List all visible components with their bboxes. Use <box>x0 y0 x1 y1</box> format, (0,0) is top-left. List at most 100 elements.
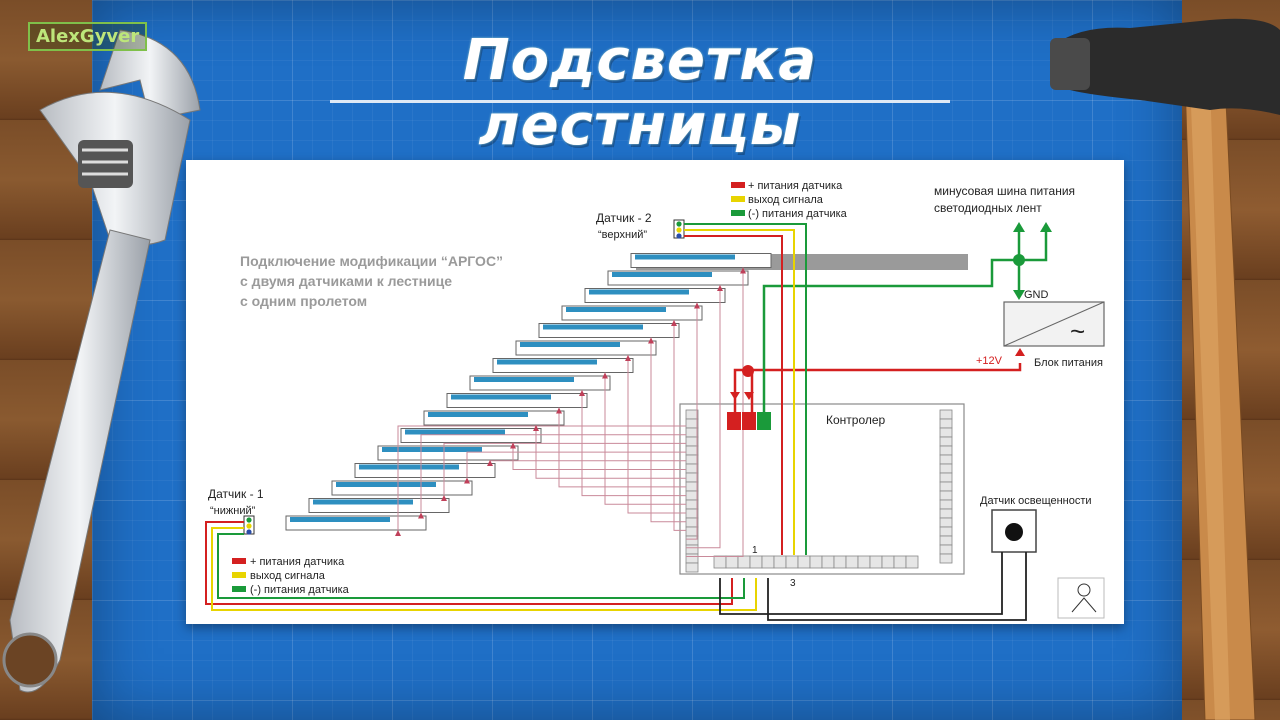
terminal-cell <box>939 553 953 564</box>
wire-bottom-sensor-minus <box>217 533 745 599</box>
led-strip <box>497 359 597 365</box>
terminal-cell <box>939 499 953 510</box>
terminal-cell <box>857 555 871 569</box>
terminal-cell <box>737 555 751 569</box>
wire-top-sensor-signal <box>684 229 795 555</box>
terminal-cell <box>939 436 953 447</box>
arrow-green-1 <box>1013 222 1025 232</box>
legend-bottom-plus: + питания датчика <box>250 556 345 568</box>
terminal-cell <box>939 445 953 456</box>
led-strip <box>543 324 643 330</box>
terminal-cell <box>685 472 699 483</box>
terminal-cell <box>869 555 883 569</box>
terminal-cell <box>821 555 835 569</box>
sensor-bottom-pin-green <box>246 517 252 523</box>
pin-3-label: 3 <box>790 578 796 589</box>
legend-bottom-yellow-swatch <box>232 572 246 578</box>
led-strip <box>290 517 390 522</box>
step-wires <box>395 267 746 557</box>
light-sensor-box <box>991 509 1037 553</box>
junction-red <box>742 365 754 377</box>
step-wire <box>558 407 686 488</box>
sensor-top-label-1: Датчик - 2 <box>596 211 652 225</box>
step-wire <box>535 425 686 479</box>
wire-light-sensor-2 <box>767 552 1027 621</box>
wiring-diagram-panel: Подключение модификации “АРГОС” с двумя … <box>186 160 1124 624</box>
terminal-cell <box>685 499 699 510</box>
step-wire-arrow <box>717 285 723 291</box>
terminal-cell <box>761 555 775 569</box>
step-wire-arrow <box>510 442 516 449</box>
terminal-cell <box>685 418 699 429</box>
led-strip <box>336 482 436 487</box>
terminal-cell <box>939 409 953 420</box>
led-strip <box>474 377 574 382</box>
terminal-cell <box>749 555 763 569</box>
wire-top-sensor-minus <box>684 223 807 555</box>
terminal-cell <box>939 490 953 501</box>
led-strip <box>635 254 735 260</box>
step-wire-arrow <box>441 495 447 501</box>
terminal-cell <box>939 526 953 537</box>
junction-green <box>1013 254 1025 266</box>
step-wire-arrow <box>556 407 562 414</box>
caption-line-3: с одним пролетом <box>240 293 367 309</box>
sensor-top-pin-yellow <box>676 227 682 233</box>
ac-symbol: ~ <box>1070 316 1085 346</box>
terminal-cell <box>833 555 847 569</box>
terminal-cell <box>685 436 699 447</box>
led-strip <box>451 394 551 400</box>
psu-diagonal <box>1003 301 1105 347</box>
terminal-cell <box>685 445 699 456</box>
step-wire-arrow <box>694 302 700 309</box>
sensor-top-label-2: “верхний” <box>598 229 647 241</box>
light-sensor-eye <box>1005 523 1023 541</box>
legend-top-plus: + питания датчика <box>748 180 843 192</box>
led-strip <box>589 289 689 295</box>
terminal-cell <box>785 555 799 569</box>
led-strip <box>520 342 620 347</box>
wrench-icon <box>2 29 201 693</box>
sensor-bottom-label-1: Датчик - 1 <box>208 487 264 501</box>
terminal-cell <box>939 481 953 492</box>
step-wire <box>466 451 686 478</box>
controller-left-terminals <box>685 409 699 573</box>
terminal-cell <box>685 517 699 528</box>
terminal-cell <box>881 555 895 569</box>
caption-line-1: Подключение модификации “АРГОС” <box>240 253 503 269</box>
light-sensor-label: Датчик освещенности <box>980 495 1092 507</box>
legend-top-yellow-swatch <box>731 196 745 202</box>
terminal-cell <box>685 490 699 501</box>
wire-plus12v <box>750 363 1022 412</box>
wire-gnd-right <box>1019 230 1048 262</box>
arrow-green-3 <box>1013 290 1025 300</box>
legend-top-signal: выход сигнала <box>748 194 824 206</box>
watermark-logo: AlexGyver <box>28 22 148 51</box>
terminal-cell <box>685 463 699 474</box>
led-strip <box>313 499 413 505</box>
step-wire-arrow <box>395 530 401 536</box>
terminal-cell <box>939 544 953 555</box>
step-wire <box>420 434 686 513</box>
wire-light-sensor-1 <box>719 552 1003 615</box>
v12-label: +12V <box>976 355 1003 367</box>
terminal-cell <box>939 508 953 519</box>
terminal-cell <box>939 535 953 546</box>
title-underline <box>330 100 950 103</box>
legend-bottom-signal: выход сигнала <box>250 570 326 582</box>
led-strip <box>405 429 505 435</box>
terminal-cell <box>809 555 823 569</box>
sensor-top-pin-blue <box>676 233 682 239</box>
terminal-cell <box>797 555 811 569</box>
terminal-cell <box>685 544 699 555</box>
led-strip <box>612 272 712 277</box>
wire-top-sensor-plus <box>684 235 783 555</box>
step-wire-arrow <box>648 337 654 344</box>
legend-bottom-minus: (-) питания датчика <box>250 584 350 596</box>
power-connector-plus-1 <box>727 412 741 430</box>
terminal-cell <box>685 535 699 546</box>
controller-bottom-terminals <box>713 555 919 569</box>
wire-gnd-bus <box>762 258 1019 412</box>
step-wire-arrow <box>418 512 424 519</box>
step-wire-arrow <box>671 320 677 326</box>
